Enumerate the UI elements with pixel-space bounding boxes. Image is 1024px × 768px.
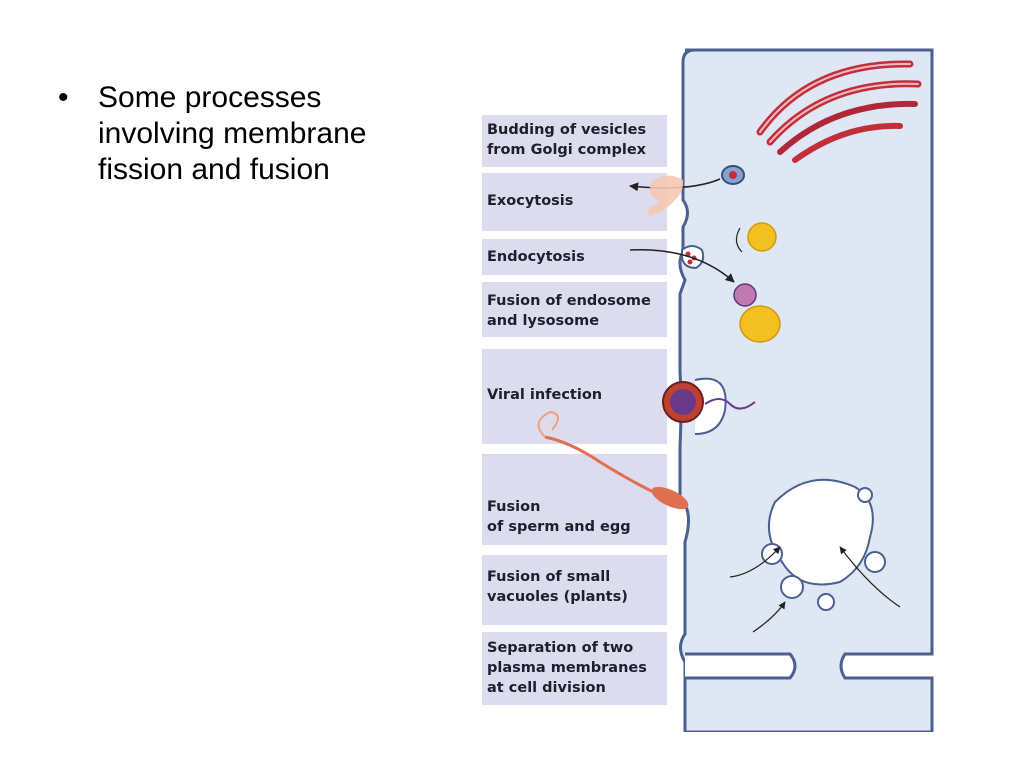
label-sperm-egg: Fusion of sperm and egg xyxy=(487,499,631,535)
label-small-vacuoles: Fusion of small vacuoles (plants) xyxy=(487,569,628,605)
bullet-text: Some processes involving membrane fissio… xyxy=(98,81,367,186)
label-panel-sperm-egg xyxy=(482,454,667,545)
label-panel-small-vacuoles xyxy=(482,555,667,625)
label-viral-infection: Viral infection xyxy=(487,387,603,403)
endosome xyxy=(733,283,757,307)
cell-illustration xyxy=(537,48,934,732)
exocytosis-secretion xyxy=(647,175,684,216)
label-endosome-lysosome: Fusion of endosome and lysosome xyxy=(487,293,651,329)
label-panel-viral-infection xyxy=(482,349,667,444)
primary-lysosome xyxy=(747,222,777,252)
label-golgi-budding: Budding of vesicles from Golgi complex xyxy=(487,122,647,158)
label-panel-endosome-lysosome xyxy=(482,282,667,337)
label-endocytosis: Endocytosis xyxy=(487,249,585,265)
label-panel-budding xyxy=(482,115,667,167)
label-panel-endocytosis xyxy=(482,239,667,275)
virus-particle xyxy=(662,377,756,435)
bullet-item: • Some processes involving membrane fiss… xyxy=(58,80,438,188)
division-membrane-left xyxy=(685,652,797,680)
membrane-process-diagram: Budding of vesicles from Golgi complex E… xyxy=(470,42,940,732)
label-panel-cell-division xyxy=(482,632,667,705)
plant-vacuole xyxy=(761,478,886,611)
bullet-dot: • xyxy=(58,81,69,114)
secondary-lysosome xyxy=(739,305,781,343)
label-cell-division: Separation of two plasma membranes at ce… xyxy=(487,640,647,696)
golgi-complex xyxy=(756,60,922,163)
sperm-cell xyxy=(537,410,689,510)
label-exocytosis: Exocytosis xyxy=(487,193,574,209)
